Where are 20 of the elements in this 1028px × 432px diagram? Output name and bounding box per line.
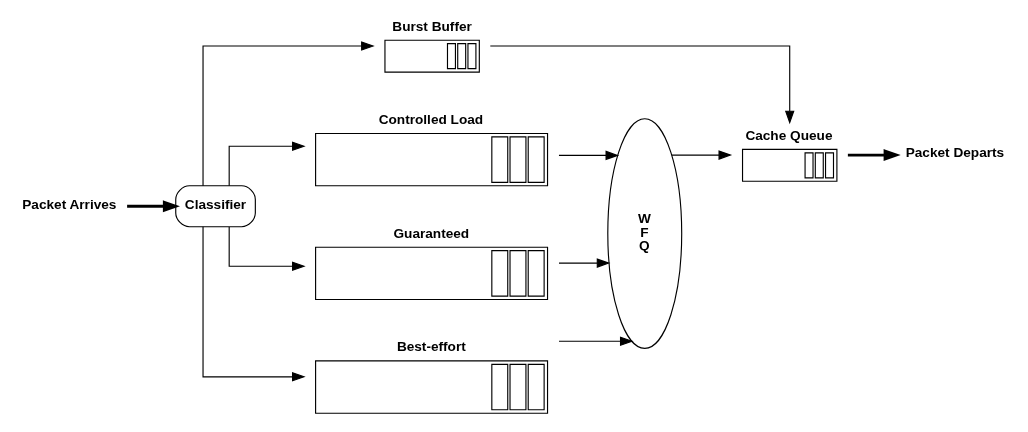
node-label: Burst Buffer [392, 18, 472, 34]
node-label: Guaranteed [393, 225, 470, 241]
arrow [228, 141, 306, 186]
arrow [558, 150, 620, 160]
node-box [315, 359, 549, 414]
node-box: Classifier [175, 184, 256, 227]
node-label: Best-effort [396, 338, 466, 354]
arrow [202, 225, 306, 382]
node-text: Packet Arrives [22, 196, 117, 212]
arrow [202, 40, 375, 186]
node-text: Packet Departs [905, 144, 1005, 160]
arrow [847, 148, 901, 161]
arrow [489, 44, 795, 124]
arrow [228, 225, 306, 271]
arrow [558, 336, 634, 346]
node-label: Controlled Load [378, 111, 484, 127]
arrow [671, 149, 733, 160]
arrow [558, 257, 611, 268]
arrow [127, 199, 180, 212]
node-label: Cache Queue [745, 127, 833, 143]
